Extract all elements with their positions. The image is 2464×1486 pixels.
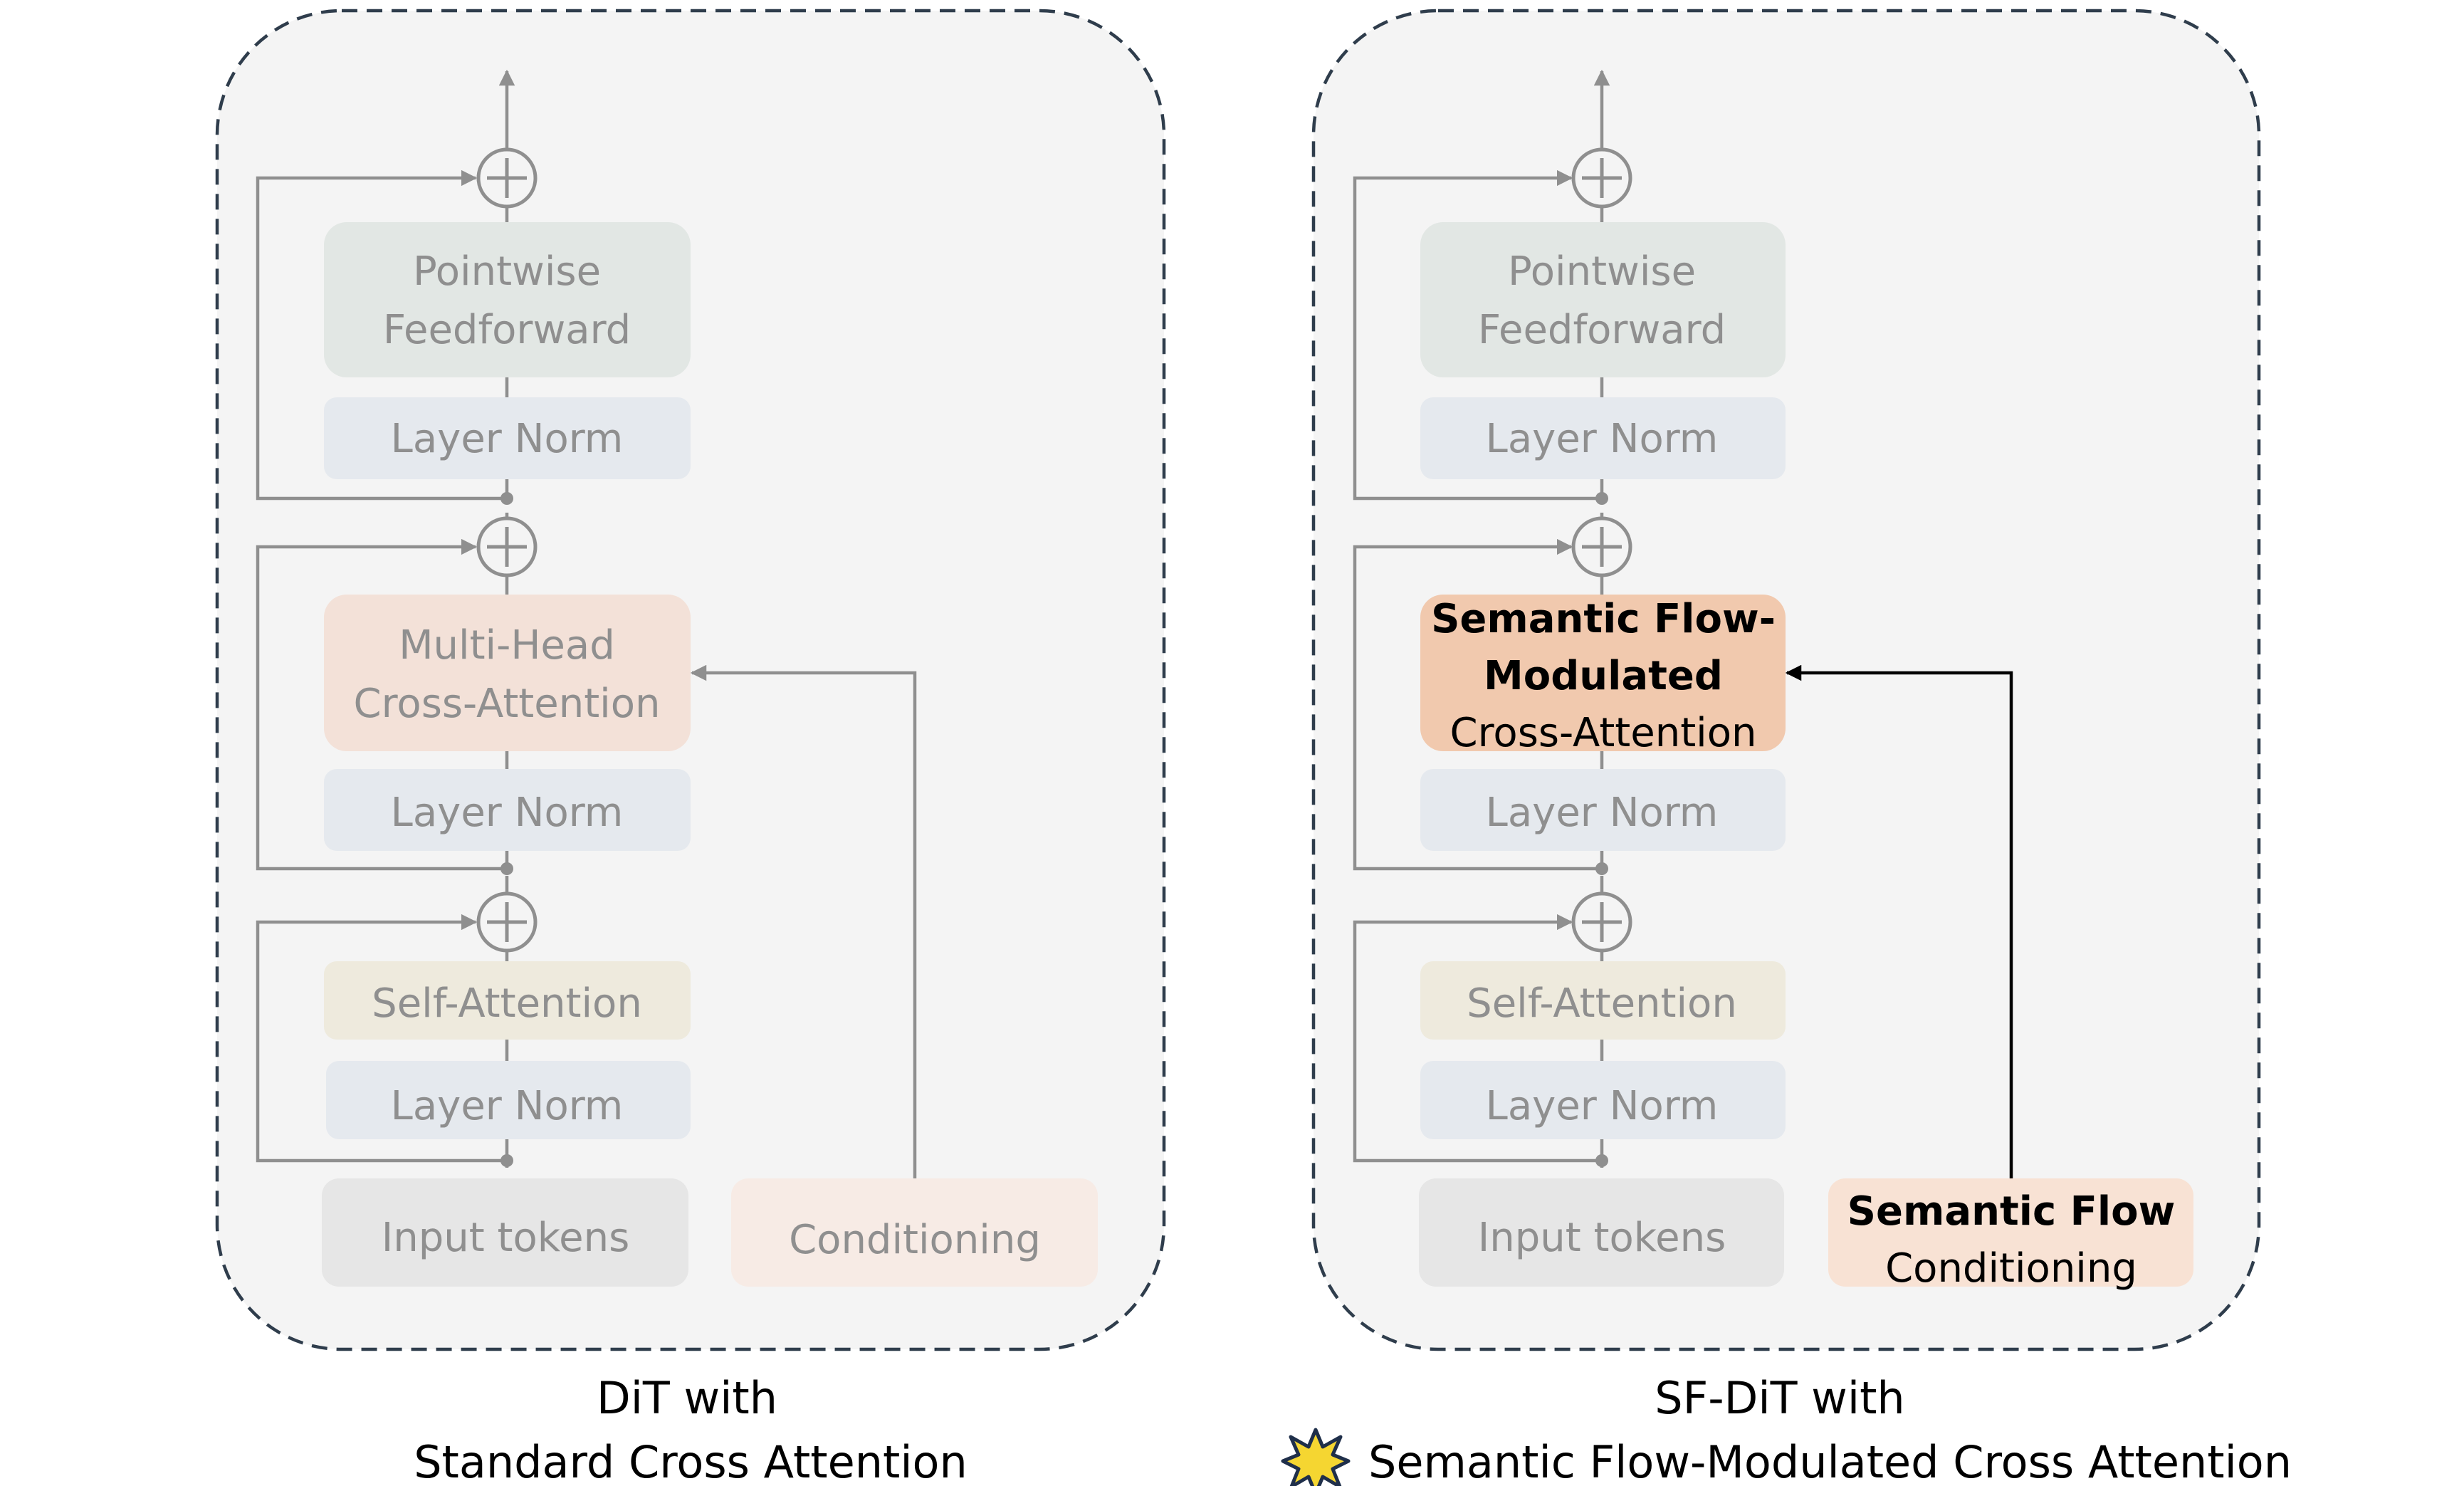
- right-wires: [1353, 69, 2013, 1178]
- left-self-attention-block: Self-Attention: [324, 961, 691, 1040]
- right-caption-line1: SF-DiT with: [1655, 1372, 1904, 1424]
- right-feedforward-block: Pointwise Feedforward: [1420, 222, 1786, 377]
- right-input-tokens-block: Input tokens: [1419, 1178, 1784, 1287]
- star-burst-icon: [1281, 1428, 1351, 1486]
- left-input-tokens-block: Input tokens: [322, 1178, 688, 1287]
- right-layer-norm-mid: Layer Norm: [1420, 769, 1786, 851]
- right-self-attention-block: Self-Attention: [1420, 961, 1786, 1040]
- svg-text:Input tokens: Input tokens: [382, 1215, 630, 1261]
- svg-text:Conditioning: Conditioning: [1885, 1245, 2137, 1292]
- left-conditioning-block: Conditioning: [731, 1178, 1098, 1287]
- svg-text:Feedforward: Feedforward: [383, 307, 631, 353]
- plus-circle-icon: [1571, 147, 1632, 209]
- right-panel: Pointwise Feedforward Layer Norm Semanti…: [1281, 9, 2292, 1486]
- svg-text:Layer Norm: Layer Norm: [1486, 790, 1719, 836]
- junction-dot: [1595, 862, 1608, 875]
- junction-dot: [1595, 1154, 1608, 1167]
- left-caption-line1: DiT with: [597, 1372, 777, 1424]
- svg-text:Semantic Flow-: Semantic Flow-: [1431, 596, 1776, 642]
- svg-text:Pointwise: Pointwise: [413, 248, 601, 295]
- plus-circle-icon: [1571, 516, 1632, 577]
- junction-dot: [500, 1154, 513, 1167]
- junction-dot: [500, 492, 513, 505]
- svg-text:Cross-Attention: Cross-Attention: [1450, 710, 1757, 756]
- svg-text:Semantic Flow: Semantic Flow: [1847, 1188, 2176, 1235]
- plus-circle-icon: [476, 891, 538, 953]
- right-semantic-flow-cross-attention-block: Semantic Flow- Modulated Cross-Attention: [1420, 595, 1786, 756]
- svg-text:Layer Norm: Layer Norm: [1486, 1083, 1719, 1129]
- svg-text:Cross-Attention: Cross-Attention: [354, 681, 661, 727]
- svg-text:Layer Norm: Layer Norm: [391, 790, 624, 836]
- junction-dot: [1595, 492, 1608, 505]
- left-layer-norm-top: Layer Norm: [324, 397, 691, 479]
- junction-dot: [500, 862, 513, 875]
- svg-text:Conditioning: Conditioning: [789, 1217, 1041, 1263]
- svg-text:Pointwise: Pointwise: [1508, 248, 1696, 295]
- svg-text:Self-Attention: Self-Attention: [1467, 980, 1737, 1027]
- svg-text:Layer Norm: Layer Norm: [391, 416, 624, 462]
- left-caption-line2: Standard Cross Attention: [414, 1436, 968, 1486]
- plus-circle-icon: [476, 516, 538, 577]
- right-layer-norm-bottom: Layer Norm: [1420, 1061, 1786, 1139]
- svg-text:Input tokens: Input tokens: [1478, 1215, 1726, 1261]
- svg-text:Multi-Head: Multi-Head: [399, 622, 615, 669]
- right-layer-norm-top: Layer Norm: [1420, 397, 1786, 479]
- right-semantic-flow-conditioning-block: Semantic Flow Conditioning: [1828, 1178, 2193, 1292]
- plus-circle-icon: [1571, 891, 1632, 953]
- left-panel: Pointwise Feedforward Layer Norm Multi-H…: [215, 9, 1166, 1486]
- svg-text:Self-Attention: Self-Attention: [372, 980, 642, 1027]
- left-feedforward-block: Pointwise Feedforward: [324, 222, 691, 377]
- svg-text:Feedforward: Feedforward: [1478, 307, 1726, 353]
- svg-text:Layer Norm: Layer Norm: [391, 1083, 624, 1129]
- left-layer-norm-mid: Layer Norm: [324, 769, 691, 851]
- right-caption-line2: Semantic Flow-Modulated Cross Attention: [1368, 1436, 2292, 1486]
- svg-text:Layer Norm: Layer Norm: [1486, 416, 1719, 462]
- svg-text:Modulated: Modulated: [1484, 653, 1723, 699]
- left-cross-attention-block: Multi-Head Cross-Attention: [324, 595, 691, 751]
- left-layer-norm-bottom: Layer Norm: [326, 1061, 691, 1139]
- plus-circle-icon: [476, 147, 538, 209]
